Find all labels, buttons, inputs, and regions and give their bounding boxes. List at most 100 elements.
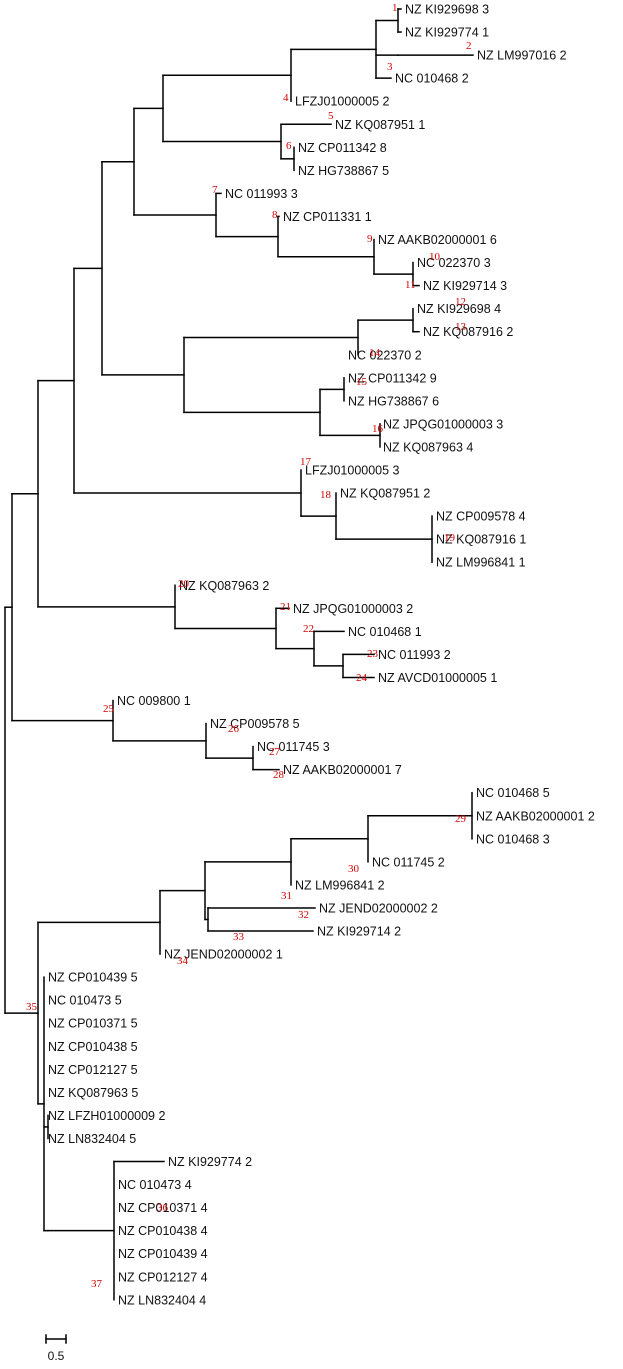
leaf-label: NZ AAKB02000001 7	[283, 763, 402, 777]
leaf-label: NZ CP010371 5	[48, 1017, 138, 1031]
leaf-label: NZ HG738867 5	[298, 164, 389, 178]
node-number-label: 10	[429, 251, 441, 263]
leaf-label: NZ CP011342 8	[298, 141, 387, 155]
leaf-label: NC 011993 2	[378, 648, 451, 662]
node-number-label: 1	[392, 2, 398, 14]
leaf-label: NZ LM996841 1	[436, 556, 526, 570]
leaf-label: NZ KI929774 2	[168, 1155, 252, 1169]
leaf-label: NZ LN832404 4	[118, 1293, 206, 1307]
node-number-label: 2	[466, 40, 472, 52]
leaf-label: NZ CP010371 4	[118, 1201, 208, 1215]
leaf-label: NC 011993 3	[225, 187, 298, 201]
node-number-label: 9	[367, 233, 373, 245]
leaf-label: LFZJ01000005 3	[305, 464, 400, 478]
node-number-label: 25	[103, 703, 115, 715]
leaf-label: NZ CP009578 5	[210, 717, 300, 731]
node-number-label: 24	[356, 672, 368, 684]
leaf-label: NC 009800 1	[117, 694, 191, 708]
node-number-label: 27	[269, 746, 281, 758]
node-number-label: 7	[212, 184, 218, 196]
leaf-label: NZ CP010438 4	[118, 1224, 208, 1238]
node-numbers: 1234567891011121314151617181920212223242…	[26, 2, 472, 1290]
node-number-label: 22	[303, 623, 314, 635]
leaf-label: NZ KI929774 1	[405, 26, 489, 40]
node-number-label: 28	[273, 769, 285, 781]
leaf-label: NZ AAKB02000001 2	[476, 809, 595, 823]
leaf-label: NC 010468 5	[476, 786, 550, 800]
tree-branches	[4, 8, 474, 1301]
node-number-label: 13	[455, 321, 467, 333]
leaf-label: NZ CP012127 5	[48, 1063, 138, 1077]
node-number-label: 4	[283, 92, 289, 104]
node-number-label: 19	[444, 532, 456, 544]
node-number-label: 14	[369, 347, 381, 359]
leaf-label: NZ LM997016 2	[477, 49, 567, 63]
node-number-label: 11	[405, 279, 416, 291]
leaf-label: NC 011745 2	[372, 855, 445, 869]
node-number-label: 15	[356, 376, 368, 388]
leaf-label: NC 010468 3	[476, 832, 550, 846]
leaf-label: NZ CP011342 9	[348, 371, 437, 385]
leaf-label: NZ KI929698 4	[417, 302, 501, 316]
node-number-label: 36	[157, 1202, 169, 1214]
leaf-label: NZ KI929698 3	[405, 3, 489, 17]
node-number-label: 37	[91, 1278, 103, 1290]
leaf-labels: NZ KI929698 3 NZ KI929774 1 NZ LM997016 2 N…	[48, 3, 595, 1308]
node-number-label: 31	[281, 890, 292, 902]
leaf-label: NZ LM996841 2	[295, 878, 385, 892]
node-number-label: 29	[455, 813, 467, 825]
leaf-label: LFZJ01000005 2	[295, 95, 390, 109]
leaf-label: NZ AVCD01000005 1	[378, 671, 497, 685]
leaf-label: NC 022370 3	[417, 256, 491, 270]
node-number-label: 30	[348, 863, 360, 875]
node-number-label: 3	[387, 61, 393, 73]
leaf-label: NZ KQ087951 2	[340, 487, 430, 501]
leaf-label: NZ KQ087951 1	[335, 118, 425, 132]
leaf-label: NZ CP012127 4	[118, 1270, 208, 1284]
leaf-label: NC 010468 1	[348, 625, 422, 639]
leaf-label: NZ CP011331 1	[283, 210, 372, 224]
leaf-label: NZ HG738867 6	[348, 394, 439, 408]
leaf-label: NZ KQ087963 2	[179, 579, 269, 593]
leaf-label: NZ CP010439 5	[48, 971, 138, 985]
node-number-label: 20	[178, 578, 190, 590]
leaf-label: NZ KI929714 3	[423, 279, 507, 293]
node-number-label: 33	[233, 931, 245, 943]
leaf-label: NC 022370 2	[348, 348, 422, 362]
leaf-label: NZ JEND02000002 1	[164, 948, 283, 962]
node-number-label: 17	[300, 456, 312, 468]
leaf-label: NZ KQ087916 1	[436, 533, 526, 547]
leaf-label: NZ CP010438 5	[48, 1040, 138, 1054]
leaf-label: NZ KQ087963 5	[48, 1086, 138, 1100]
node-number-label: 16	[372, 423, 384, 435]
leaf-label: NZ AAKB02000001 6	[378, 233, 497, 247]
node-number-label: 21	[280, 601, 291, 613]
node-number-label: 35	[26, 1001, 38, 1013]
node-number-label: 18	[320, 489, 332, 501]
leaf-label: NZ JPQG01000003 2	[293, 602, 413, 616]
leaf-label: NZ CP009578 4	[436, 510, 526, 524]
leaf-label: NC 011745 3	[257, 740, 330, 754]
leaf-label: NZ KI929714 2	[317, 925, 401, 939]
scale-bar-label: 0.5	[48, 1349, 65, 1363]
node-number-label: 5	[328, 110, 334, 122]
node-number-label: 23	[367, 648, 379, 660]
node-number-label: 8	[272, 209, 278, 221]
leaf-label: NZ JEND02000002 2	[319, 901, 438, 915]
scale-bar: 0.5	[45, 1334, 67, 1363]
node-number-label: 12	[455, 296, 466, 308]
node-number-label: 34	[177, 955, 189, 967]
leaf-label: NZ JPQG01000003 3	[383, 417, 503, 431]
leaf-label: NC 010473 4	[118, 1178, 192, 1192]
leaf-label: NZ CP010439 4	[118, 1247, 208, 1261]
leaf-label: NZ KQ087963 4	[383, 440, 473, 454]
leaf-label: NZ KQ087916 2	[423, 325, 513, 339]
leaf-label: NZ LN832404 5	[48, 1132, 136, 1146]
node-number-label: 26	[228, 723, 240, 735]
node-number-label: 32	[298, 909, 309, 921]
leaf-label: NC 010473 5	[48, 994, 122, 1008]
leaf-label: NZ LFZH01000009 2	[48, 1109, 165, 1123]
node-number-label: 6	[286, 140, 292, 152]
leaf-label: NC 010468 2	[395, 72, 469, 86]
